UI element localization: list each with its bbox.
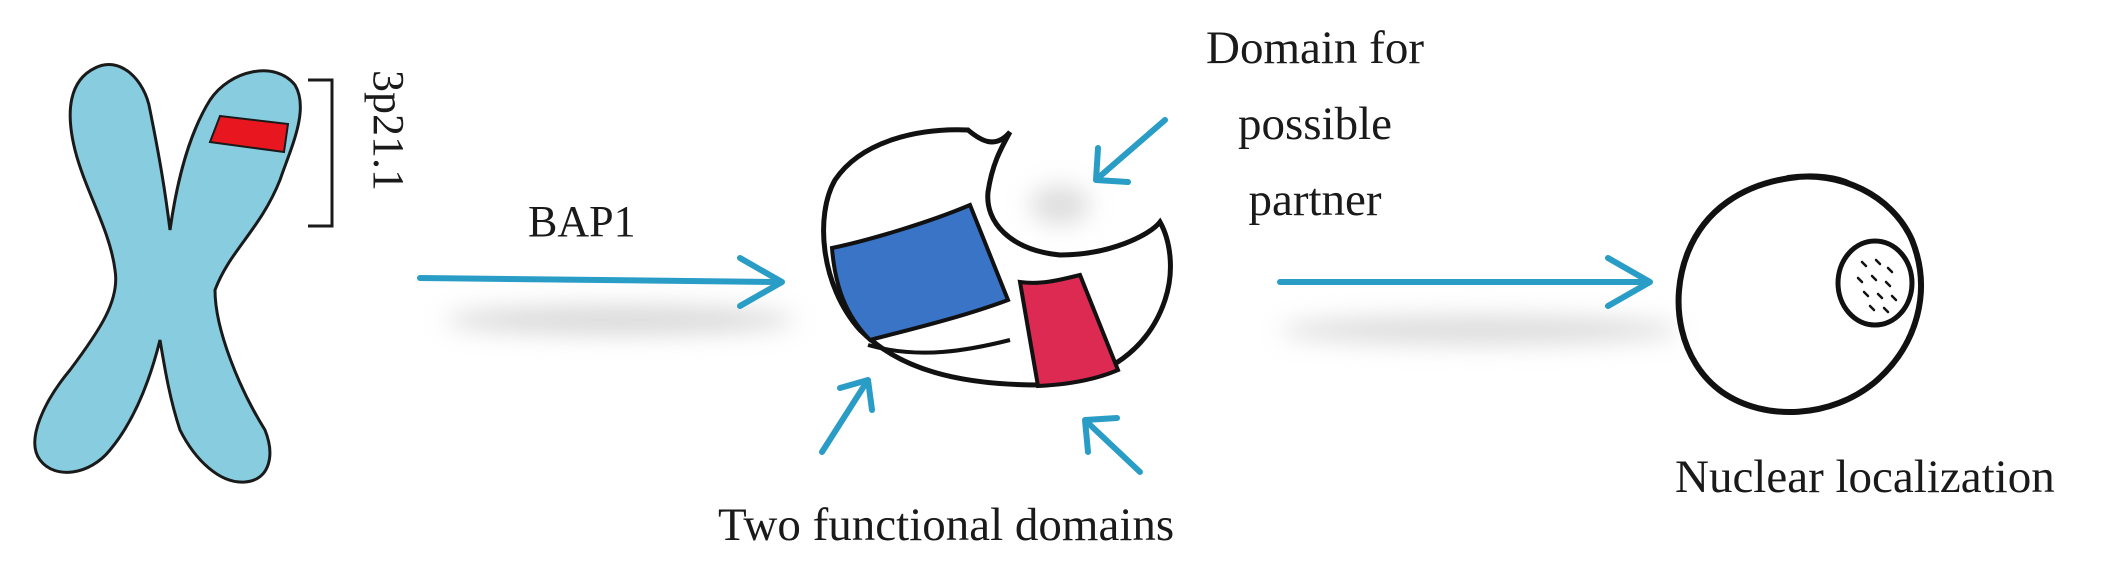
chromatin-dots (1856, 258, 1898, 314)
bap1-protein (821, 127, 1173, 389)
locus-bracket (308, 78, 334, 228)
nuclear-localization-label: Nuclear localization (1675, 451, 2055, 503)
chromosome-band (208, 114, 290, 154)
functional-domains-label: Two functional domains (718, 499, 1175, 551)
arrow-gene-to-protein (417, 255, 785, 309)
chromosome (33, 63, 302, 484)
gene-label: BAP1 (528, 197, 636, 246)
protein-groove (867, 338, 1011, 355)
domain-blue (829, 202, 1011, 343)
arrow-shadow-2 (1280, 316, 1680, 344)
partner-domain-line-1: Domain for (1206, 22, 1424, 74)
partner-domain-label: Domain for possible partner (1185, 10, 1445, 238)
cell (1675, 173, 1924, 415)
pointer-arrow-domain-right (1082, 415, 1143, 475)
locus-label: 3p21.1 (364, 70, 413, 191)
pointer-arrow-domain-left (819, 377, 875, 455)
arrow-protein-to-nucleus (1277, 255, 1653, 309)
nucleus (1835, 238, 1915, 328)
cell-membrane (1675, 173, 1924, 415)
protein-shadow (1030, 185, 1090, 225)
chromosome-body (33, 63, 302, 484)
domain-red (1017, 272, 1121, 389)
arrow-shadow-1 (445, 306, 795, 334)
pointer-arrow-partner (1093, 117, 1168, 185)
partner-domain-line-3: partner (1248, 174, 1382, 226)
partner-domain-line-2: possible (1237, 98, 1393, 150)
